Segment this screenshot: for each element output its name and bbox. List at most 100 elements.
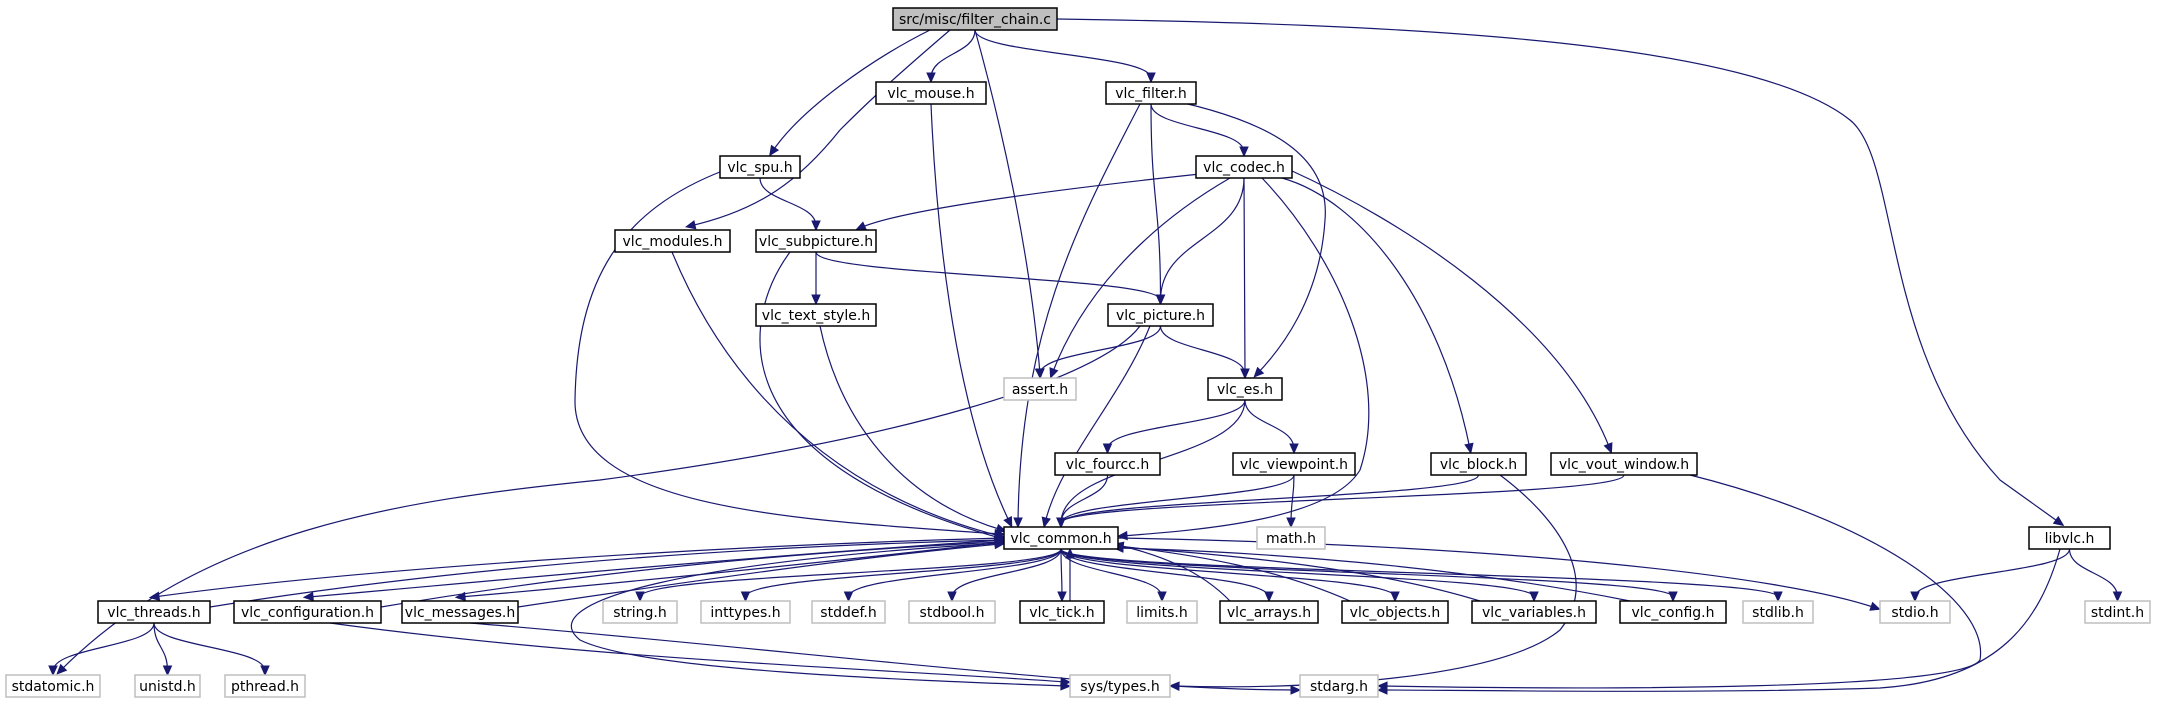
arrowhead bbox=[1102, 443, 1113, 455]
edge-line bbox=[517, 543, 1001, 608]
node-vlc-modules[interactable]: vlc_modules.h bbox=[614, 229, 731, 253]
edge-line bbox=[1150, 103, 1162, 301]
node-box bbox=[1195, 155, 1293, 179]
edge-vlc_common-to-limits bbox=[1060, 548, 1167, 603]
node-label: stdio.h bbox=[1891, 605, 1938, 621]
arrowhead bbox=[769, 144, 780, 157]
node-box bbox=[892, 7, 1058, 31]
arrowhead bbox=[1603, 442, 1613, 454]
node-vlc-viewpoint[interactable]: vlc_viewpoint.h bbox=[1232, 452, 1356, 476]
node-assert: assert.h bbox=[1003, 377, 1077, 401]
arrowhead bbox=[260, 665, 270, 677]
node-label: vlc_config.h bbox=[1631, 605, 1714, 621]
edge-line bbox=[759, 177, 817, 227]
edge-line bbox=[1106, 399, 1246, 450]
node-libvlc[interactable]: libvlc.h bbox=[2028, 526, 2111, 550]
node-box bbox=[875, 81, 987, 105]
node-box bbox=[1471, 600, 1597, 624]
arrowhead bbox=[1240, 368, 1250, 380]
arrowhead bbox=[811, 220, 821, 232]
node-vlc-variables[interactable]: vlc_variables.h bbox=[1471, 600, 1597, 624]
edge-filter_chain-to-libvlc bbox=[1056, 18, 2065, 527]
node-vlc-threads[interactable]: vlc_threads.h bbox=[97, 600, 211, 624]
arrowhead bbox=[1049, 367, 1059, 379]
node-vlc-fourcc[interactable]: vlc_fourcc.h bbox=[1054, 452, 1161, 476]
node-label: limits.h bbox=[1136, 605, 1187, 621]
node-label: vlc_arrays.h bbox=[1227, 605, 1311, 621]
node-vlc-configuration[interactable]: vlc_configuration.h bbox=[233, 600, 382, 624]
node-vlc-tick[interactable]: vlc_tick.h bbox=[1019, 600, 1105, 624]
node-label: vlc_threads.h bbox=[107, 605, 200, 621]
node-box bbox=[719, 155, 801, 179]
node-box bbox=[1107, 303, 1214, 327]
edge-line bbox=[1117, 546, 1481, 602]
edge-line bbox=[1150, 103, 1245, 153]
node-box bbox=[1742, 600, 1814, 624]
edge-vlc_codec-to-vlc_block bbox=[1281, 177, 1474, 455]
arrowhead bbox=[994, 539, 1006, 550]
node-box bbox=[1003, 377, 1077, 401]
node-filter-chain[interactable]: src/misc/filter_chain.c bbox=[892, 7, 1058, 31]
node-vlc-filter[interactable]: vlc_filter.h bbox=[1105, 81, 1197, 105]
edge-line bbox=[1060, 548, 1063, 598]
node-vlc-picture[interactable]: vlc_picture.h bbox=[1107, 303, 1214, 327]
node-label: vlc_fourcc.h bbox=[1066, 457, 1149, 473]
arrowhead bbox=[1056, 517, 1066, 529]
node-vlc-text-style[interactable]: vlc_text_style.h bbox=[755, 303, 877, 327]
node-label: stddef.h bbox=[820, 605, 876, 621]
node-sys-types: sys/types.h bbox=[1069, 674, 1171, 698]
edge-line bbox=[1060, 548, 1396, 598]
node-box bbox=[1879, 600, 1951, 624]
node-box bbox=[1256, 526, 1326, 550]
edge-line bbox=[744, 548, 1062, 598]
edge-vlc_common-to-vlc_threads bbox=[148, 537, 1005, 601]
node-label: vlc_vout_window.h bbox=[1559, 457, 1689, 473]
node-box bbox=[97, 600, 211, 624]
edge-line bbox=[1044, 325, 1151, 524]
arrowhead bbox=[1003, 515, 1013, 528]
node-box bbox=[1126, 600, 1198, 624]
arrowhead bbox=[1057, 591, 1067, 603]
node-box bbox=[755, 303, 877, 327]
node-box bbox=[602, 600, 678, 624]
node-box bbox=[755, 229, 877, 253]
edge-vlc_codec-to-vlc_common bbox=[1116, 177, 1370, 541]
node-vlc-es[interactable]: vlc_es.h bbox=[1207, 377, 1283, 401]
node-vlc-codec[interactable]: vlc_codec.h bbox=[1195, 155, 1293, 179]
node-box bbox=[1550, 452, 1698, 476]
edge-filter_chain-to-vlc_spu bbox=[769, 29, 931, 157]
edge-vlc_common-to-stddef bbox=[843, 548, 1062, 603]
edge-line bbox=[1281, 177, 1471, 450]
arrowhead bbox=[811, 294, 821, 306]
node-box bbox=[233, 600, 382, 624]
node-box bbox=[5, 674, 101, 698]
arrowhead bbox=[162, 665, 173, 677]
node-vlc-common[interactable]: vlc_common.h bbox=[1003, 526, 1119, 550]
node-vlc-arrays[interactable]: vlc_arrays.h bbox=[1219, 600, 1319, 624]
edge-line bbox=[1060, 548, 1674, 598]
node-vlc-spu[interactable]: vlc_spu.h bbox=[719, 155, 801, 179]
arrowhead bbox=[1041, 516, 1051, 529]
node-label: vlc_picture.h bbox=[1116, 308, 1205, 324]
node-label: assert.h bbox=[1012, 382, 1068, 398]
edge-vlc_vout_window-to-vlc_common bbox=[1056, 474, 1625, 529]
dependency-edges bbox=[48, 18, 2123, 695]
edge-vlc_codec-to-assert bbox=[1049, 177, 1231, 379]
arrowhead bbox=[56, 663, 68, 675]
node-vlc-objects[interactable]: vlc_objects.h bbox=[1341, 600, 1449, 624]
arrowhead bbox=[454, 591, 466, 602]
node-stdbool: stdbool.h bbox=[908, 600, 996, 624]
node-vlc-subpicture[interactable]: vlc_subpicture.h bbox=[755, 229, 877, 253]
node-vlc-block[interactable]: vlc_block.h bbox=[1430, 452, 1527, 476]
edge-vlc_subpicture-to-vlc_picture bbox=[815, 251, 1166, 306]
edge-vlc_mouse-to-vlc_common bbox=[930, 103, 1013, 528]
node-stdlib: stdlib.h bbox=[1742, 600, 1814, 624]
node-vlc-vout-window[interactable]: vlc_vout_window.h bbox=[1550, 452, 1698, 476]
node-vlc-mouse[interactable]: vlc_mouse.h bbox=[875, 81, 987, 105]
node-vlc-config[interactable]: vlc_config.h bbox=[1619, 600, 1727, 624]
node-vlc-messages[interactable]: vlc_messages.h bbox=[401, 600, 519, 624]
edge-line bbox=[1121, 177, 1370, 537]
node-label: vlc_messages.h bbox=[405, 605, 515, 621]
edge-vlc_picture-to-vlc_es bbox=[1159, 325, 1250, 380]
edge-line bbox=[209, 539, 1001, 608]
